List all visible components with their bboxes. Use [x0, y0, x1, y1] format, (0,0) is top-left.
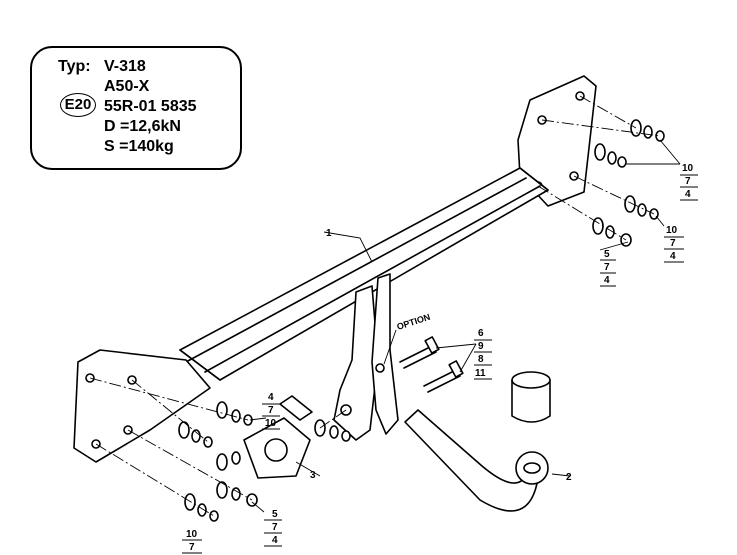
callout-d-2: 9: [478, 341, 484, 352]
spec-panel: [30, 46, 242, 170]
tow-ball: [515, 451, 549, 485]
callout-d-4: 11: [475, 368, 486, 379]
typ-label: Typ:: [58, 58, 91, 75]
model-value: A50-X: [104, 78, 150, 95]
callout-part-3: 3: [310, 470, 316, 481]
drop-bracket: [333, 285, 379, 441]
callout-a-1: 10: [682, 163, 694, 174]
callout-e-1: 4: [268, 392, 274, 403]
callout-e-3: 10: [265, 418, 277, 429]
callout-b-2: 7: [670, 238, 676, 249]
callout-part-1: 1: [326, 228, 332, 239]
callout-b-1: 10: [666, 225, 678, 236]
approval-number: 55R-01 5835: [104, 98, 197, 115]
approval-mark: E20: [60, 93, 96, 117]
callout-g-2: 7: [189, 542, 195, 553]
callout-c-3: 4: [604, 275, 610, 286]
s-value: S =140kg: [104, 138, 174, 155]
drop-bracket-plate: [371, 273, 399, 435]
callout-c-2: 7: [604, 262, 610, 273]
socket-bracket: [279, 395, 313, 421]
left-mounting-plate: [73, 349, 211, 463]
callout-d-1: 6: [478, 328, 484, 339]
callout-f-1: 5: [272, 509, 278, 520]
typ-value: V-318: [104, 58, 146, 75]
d-value: D =12,6kN: [104, 118, 181, 135]
callout-g-1: 10: [186, 529, 198, 540]
callout-a-2: 7: [685, 176, 691, 187]
callout-a-3: 4: [685, 189, 691, 200]
callout-b-3: 4: [670, 251, 676, 262]
callout-f-3: 4: [272, 535, 278, 546]
callout-e-2: 7: [268, 405, 274, 416]
socket-plate: [243, 417, 311, 479]
callout-c-1: 5: [604, 249, 610, 260]
callout-f-2: 7: [272, 522, 278, 533]
callout-d-3: 8: [478, 354, 484, 365]
option-label: OPTION: [396, 312, 432, 332]
callout-part-2: 2: [566, 472, 572, 483]
